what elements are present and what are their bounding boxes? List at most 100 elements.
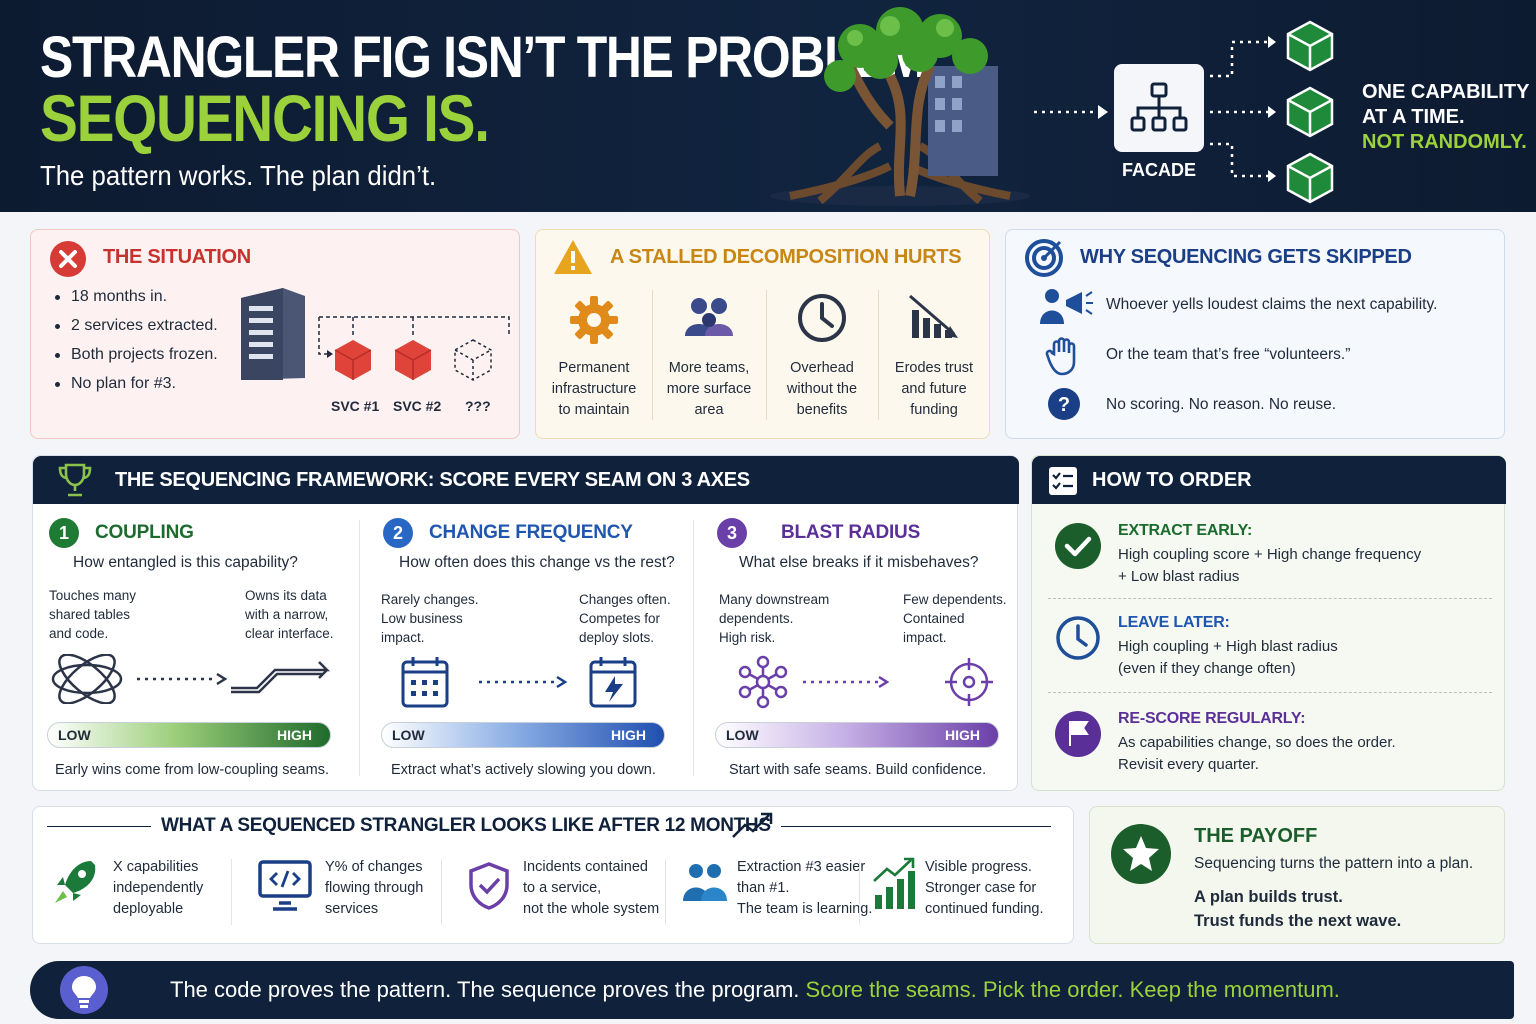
how-title: HOW TO ORDER (1092, 469, 1252, 491)
desc-line: The team is learning. (737, 901, 873, 917)
desc-line: continued funding. (925, 901, 1044, 917)
desc-line: impact. (381, 630, 425, 645)
payoff-subtitle: Sequencing turns the pattern into a plan… (1194, 855, 1474, 872)
declining-chart-icon (909, 294, 958, 338)
flag-icon (1055, 711, 1101, 757)
list-item: 18 months in. (53, 288, 218, 306)
order-title: RE-SCORE REGULARLY: (1118, 710, 1306, 727)
how-to-order-card: HOW TO ORDER EXTRACT EARLY: High couplin… (1031, 455, 1506, 791)
change-frequency-scale-bar: LOW HIGH (381, 722, 665, 748)
desc-line: Many downstream (719, 592, 830, 607)
framework-column-change-frequency: 2 CHANGE FREQUENCY How often does this c… (367, 504, 693, 792)
stalled-decomposition-card: A STALLED DECOMPOSITION HURTS Permanent … (535, 229, 990, 439)
column-footer: Early wins come from low-coupling seams. (55, 762, 329, 778)
divider (652, 290, 653, 420)
strangler-fig-tree-icon (770, 7, 1030, 206)
stalled-item-line: and future (901, 381, 967, 397)
framework-header: THE SEQUENCING FRAMEWORK: SCORE EVERY SE… (33, 456, 1019, 504)
desc-line: Low business (381, 611, 463, 626)
step-number: 1 (49, 518, 79, 548)
low-description: Touches many shared tables and code. (49, 586, 136, 643)
list-item: 2 services extracted. (53, 317, 218, 335)
calendar-icon (401, 657, 637, 708)
trophy-icon (58, 463, 92, 497)
desc-line: Contained (903, 611, 965, 626)
shield-check-icon (469, 862, 509, 910)
desc-line: and code. (49, 626, 109, 641)
code-monitor-icon (258, 860, 312, 911)
twelve-months-card: WHAT A SEQUENCED STRANGLER LOOKS LIKE AF… (32, 806, 1074, 944)
desc-line: Touches many (49, 588, 137, 603)
desc-line: not the whole system (523, 901, 660, 917)
blast-radius-scale-bar: LOW HIGH (715, 722, 999, 748)
desc-line: dependents. (719, 611, 794, 626)
column-question: How entangled is this capability? (73, 554, 298, 571)
desc-line: Changes often. (579, 592, 671, 607)
stalled-item-line: Erodes trust (894, 360, 974, 376)
gear-icon (570, 296, 618, 344)
desc-line: clear interface. (245, 626, 334, 641)
desc-line: Competes for (579, 611, 661, 626)
why-row-text: Whoever yells loudest claims the next ca… (1106, 296, 1438, 313)
column-title: BLAST RADIUS (781, 522, 921, 543)
page-title-line1: STRANGLER FIG ISN’T THE PROBLEM. (40, 25, 939, 90)
divider (859, 859, 860, 925)
svc-2-label: SVC #2 (393, 398, 442, 414)
payoff-line: Trust funds the next wave. (1194, 912, 1402, 930)
desc-line: deploy slots. (579, 630, 655, 645)
svc-3-label: ??? (465, 398, 491, 414)
situation-bullets: 18 months in. 2 services extracted. Both… (53, 288, 218, 404)
order-desc: As capabilities change, so does the orde… (1118, 732, 1396, 776)
desc-line: High coupling + High blast radius (1118, 638, 1338, 655)
framework-column-coupling: 1 COUPLING How entangled is this capabil… (33, 504, 359, 792)
desc-line: (even if they change often) (1118, 660, 1296, 677)
facade-routing-diagram (1034, 20, 1334, 204)
hierarchy-icon (1130, 82, 1188, 132)
desc-line: services (325, 901, 379, 917)
desc-line: to a service, (523, 880, 602, 896)
column-footer: Start with safe seams. Build confidence. (729, 762, 987, 778)
stalled-item-line: infrastructure (551, 381, 637, 397)
team-icon (685, 298, 733, 336)
checklist-icon (1049, 467, 1077, 495)
desc-line: Y% of changes (325, 859, 423, 875)
stalled-item-line: Permanent (558, 360, 630, 376)
stalled-item-line: More teams, (668, 360, 750, 376)
framework-title: THE SEQUENCING FRAMEWORK: SCORE EVERY SE… (115, 469, 750, 491)
tagline-line3: NOT RANDOMLY. (1362, 131, 1527, 153)
column-title: CHANGE FREQUENCY (429, 522, 633, 543)
payoff-line: A plan builds trust. (1194, 888, 1343, 906)
column-footer: Extract what’s actively slowing you down… (391, 762, 656, 778)
order-desc: High coupling + High blast radius (even i… (1118, 636, 1338, 680)
desc-line: impact. (903, 630, 947, 645)
step-number: 3 (717, 518, 747, 548)
divider (47, 826, 151, 827)
tagline-line1: ONE CAPABILITY (1362, 81, 1530, 103)
clock-icon (1056, 616, 1100, 660)
why-skipped-card: WHY SEQUENCING GETS SKIPPED Whoever yell… (1005, 229, 1505, 439)
tagline-line2: AT A TIME. (1362, 106, 1465, 128)
tangled-to-clean-icon (51, 654, 331, 704)
list-item: No plan for #3. (53, 375, 218, 393)
banner-text-green: Score the seams. Pick the order. Keep th… (799, 977, 1340, 1002)
divider (359, 520, 360, 776)
stalled-item-line: funding (910, 402, 958, 418)
why-title: WHY SEQUENCING GETS SKIPPED (1080, 246, 1412, 268)
list-item: Both projects frozen. (53, 346, 218, 364)
tagline: ONE CAPABILITY AT A TIME. NOT RANDOMLY. (1362, 80, 1529, 155)
raised-hand-icon (1045, 337, 1076, 376)
stalled-item-line: benefits (796, 402, 848, 418)
bottom-banner: The code proves the pattern. The sequenc… (30, 961, 1514, 1019)
desc-line: X capabilities (113, 859, 199, 875)
desc-line: shared tables (49, 607, 131, 622)
stalled-item-line: Overhead (790, 360, 854, 376)
stalled-item-line: area (694, 402, 724, 418)
desc-line: High risk. (719, 630, 776, 645)
scale-high-label: HIGH (277, 727, 312, 743)
step-number: 2 (383, 518, 413, 548)
desc-line: Extraction #3 easier (737, 859, 866, 875)
divider (441, 859, 442, 925)
